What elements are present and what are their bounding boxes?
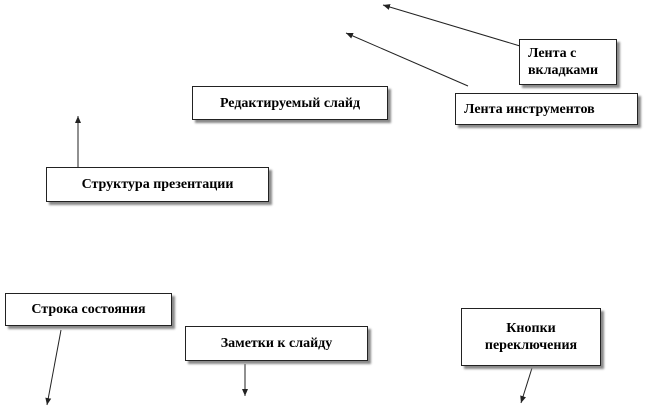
label-edited-slide: Редактируемый слайд: [192, 86, 388, 120]
arrow-toggle-buttons: [520, 367, 533, 404]
label-toggle-buttons-text: Кнопки переключения: [484, 321, 578, 353]
label-tools-ribbon-text: Лента инструментов: [464, 101, 595, 117]
label-edited-slide-text: Редактируемый слайд: [219, 95, 361, 111]
label-toggle-buttons: Кнопки переключения: [461, 308, 601, 366]
label-tools-ribbon: Лента инструментов: [455, 93, 638, 125]
arrow-tabs-ribbon: [382, 4, 521, 47]
label-slide-notes-text: Заметки к слайду: [220, 336, 333, 351]
label-status-bar: Строка состояния: [5, 293, 172, 326]
label-status-bar-text: Строка состояния: [31, 302, 146, 317]
label-tabs-ribbon-text: Лента с вкладками: [528, 46, 599, 78]
label-tabs-ribbon: Лента с вкладками: [519, 39, 617, 85]
label-presentation-structure: Структура презентации: [46, 167, 269, 202]
label-slide-notes: Заметки к слайду: [185, 326, 368, 361]
label-presentation-structure-text: Структура презентации: [81, 177, 234, 192]
arrow-status-bar: [45, 329, 62, 406]
arrow-tools-ribbon: [345, 32, 469, 87]
